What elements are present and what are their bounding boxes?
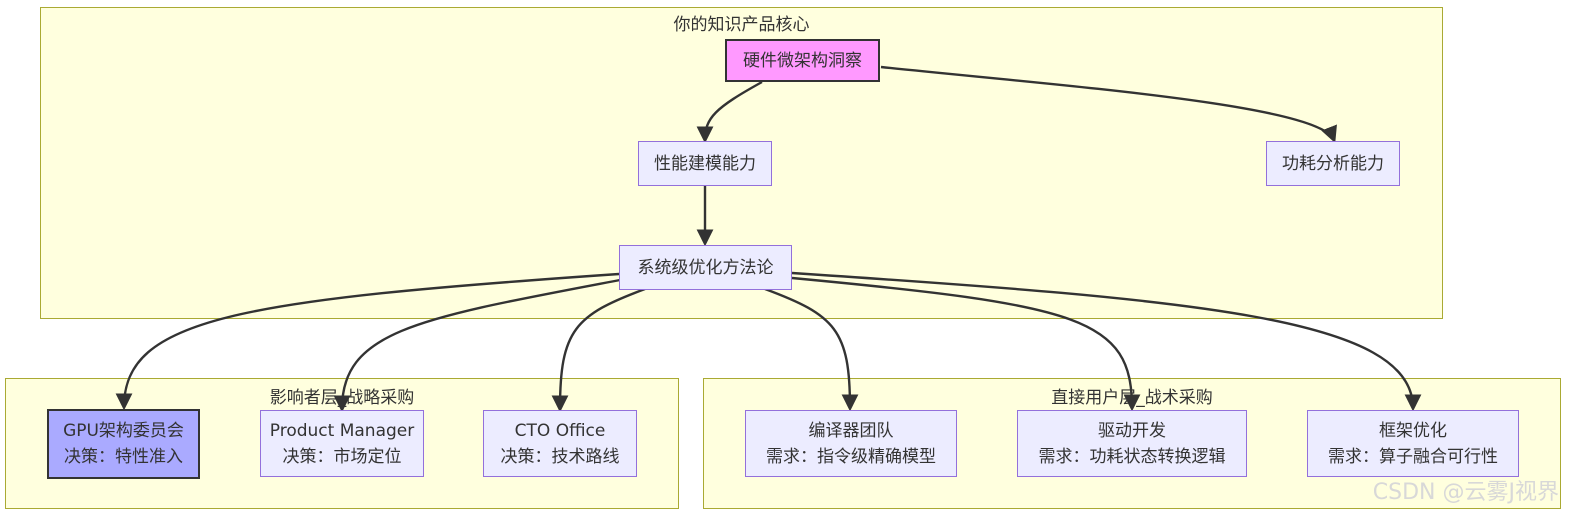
node-driver-development: 驱动开发 需求：功耗状态转换逻辑 [1017,410,1247,477]
node-label: CTO Office [514,420,606,441]
node-framework-optimization: 框架优化 需求：算子融合可行性 [1307,410,1519,477]
node-label: 性能建模能力 [654,153,756,174]
node-product-manager: Product Manager 决策：市场定位 [260,410,424,477]
node-sublabel: 需求：功耗状态转换逻辑 [1038,446,1226,467]
node-sublabel: 需求：指令级精确模型 [766,446,936,467]
node-label: 驱动开发 [1098,420,1166,441]
cluster-title: 你的知识产品核心 [673,15,810,35]
node-compiler-team: 编译器团队 需求：指令级精确模型 [745,410,957,477]
node-power-analysis: 功耗分析能力 [1266,141,1400,186]
csdn-watermark: CSDN @云雾J视界 [1372,480,1559,505]
node-gpu-arch-committee: GPU架构委员会 决策：特性准入 [47,409,200,479]
node-sublabel: 决策：特性准入 [64,447,183,467]
node-performance-modeling: 性能建模能力 [638,141,772,186]
node-system-optimization-method: 系统级优化方法论 [619,245,792,290]
edge-method-to-pm [333,278,621,413]
node-label: Product Manager [269,420,415,441]
node-label: 功耗分析能力 [1282,153,1384,174]
node-sublabel: 需求：算子融合可行性 [1328,446,1498,467]
edge-method-to-compiler [764,287,859,412]
edge-root-to-power [880,65,1337,144]
node-sublabel: 决策：技术路线 [500,446,620,467]
node-label: 框架优化 [1379,420,1447,441]
node-label: 硬件微架构洞察 [743,50,862,71]
edge-root-to-perf [696,80,763,144]
node-hardware-microarch-insight: 硬件微架构洞察 [725,39,880,82]
node-cto-office: CTO Office 决策：技术路线 [483,410,637,477]
node-label: 系统级优化方法论 [637,257,774,278]
node-sublabel: 决策：市场定位 [282,446,402,467]
edge-method-to-gpu [115,272,620,411]
node-label: GPU架构委员会 [63,421,184,441]
edge-method-to-cto [551,287,646,413]
edge-method-to-framework [791,271,1422,412]
edge-method-to-driver [791,276,1141,412]
node-label: 编译器团队 [808,420,894,441]
